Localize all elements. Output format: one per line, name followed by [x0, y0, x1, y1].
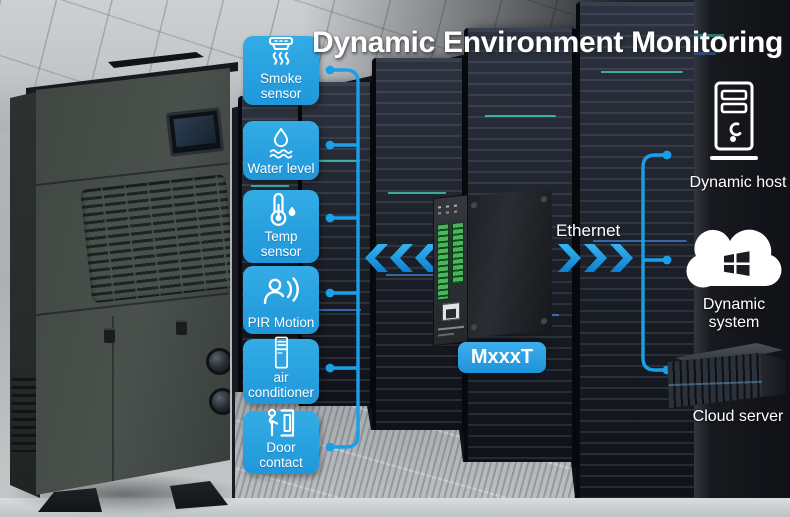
device-led-row [438, 203, 462, 209]
chevrons-right-icon [558, 244, 633, 272]
sensor-box-ac: air conditioner [243, 336, 319, 404]
endpoint-label: Cloud server [692, 408, 784, 425]
cabinet-latch [176, 320, 187, 335]
sensor-label: Temp sensor [260, 229, 302, 259]
cabinet-latch [104, 328, 115, 343]
device-label-line [438, 332, 454, 337]
cabinet-gauge [206, 348, 230, 375]
sensor-label: Door contact [259, 440, 303, 470]
cloud-windows-icon [686, 229, 782, 288]
cabinet-side-panel [10, 91, 40, 498]
endpoint-label: Dynamic system [702, 296, 766, 331]
cabinet-seam [112, 316, 114, 492]
device-front-panel [433, 194, 468, 346]
endpoint-label: Dynamic host [689, 174, 787, 191]
sensor-label: air conditioner [247, 370, 315, 400]
sensor-bus-connector [325, 65, 360, 452]
water-level-icon [264, 126, 298, 162]
sensor-box-smoke: Smoke sensor [243, 36, 319, 105]
server-side-face [761, 350, 787, 403]
server-front-face [667, 353, 763, 408]
sensor-label: Water level [247, 160, 315, 176]
sensor-label: PIR Motion [247, 314, 315, 330]
ethernet-port [442, 302, 460, 322]
terminal-block [452, 221, 464, 286]
temp-sensor-icon [262, 192, 300, 230]
gateway-model-badge: MxxxT [458, 342, 546, 373]
sensor-box-door: Door contact [243, 409, 319, 474]
sensor-box-pir: PIR Motion [243, 266, 319, 334]
cabinet-gauge [209, 388, 230, 415]
device-led-row [438, 209, 462, 215]
cabinet-louver-vents [80, 173, 230, 304]
chevrons-left-icon [365, 244, 438, 272]
door-contact-icon [263, 407, 299, 441]
sensor-label: Smoke sensor [259, 71, 303, 101]
cabinet-display-screen [165, 107, 225, 157]
sensor-box-temp: Temp sensor [243, 190, 319, 263]
page-title: Dynamic Environment Monitoring [312, 26, 784, 59]
sensor-box-water: Water level [243, 121, 319, 180]
ethernet-label: Ethernet [556, 221, 621, 240]
cabinet-front-panel [36, 68, 230, 495]
host-tower-icon [710, 81, 758, 160]
pir-motion-icon [261, 271, 301, 316]
device-label-line [438, 325, 464, 331]
air-conditioner-icon [264, 335, 298, 371]
terminal-block [437, 223, 449, 301]
blade-server-icon [667, 338, 790, 416]
device-side-panel [466, 188, 552, 338]
smoke-sensor-icon [263, 36, 299, 72]
